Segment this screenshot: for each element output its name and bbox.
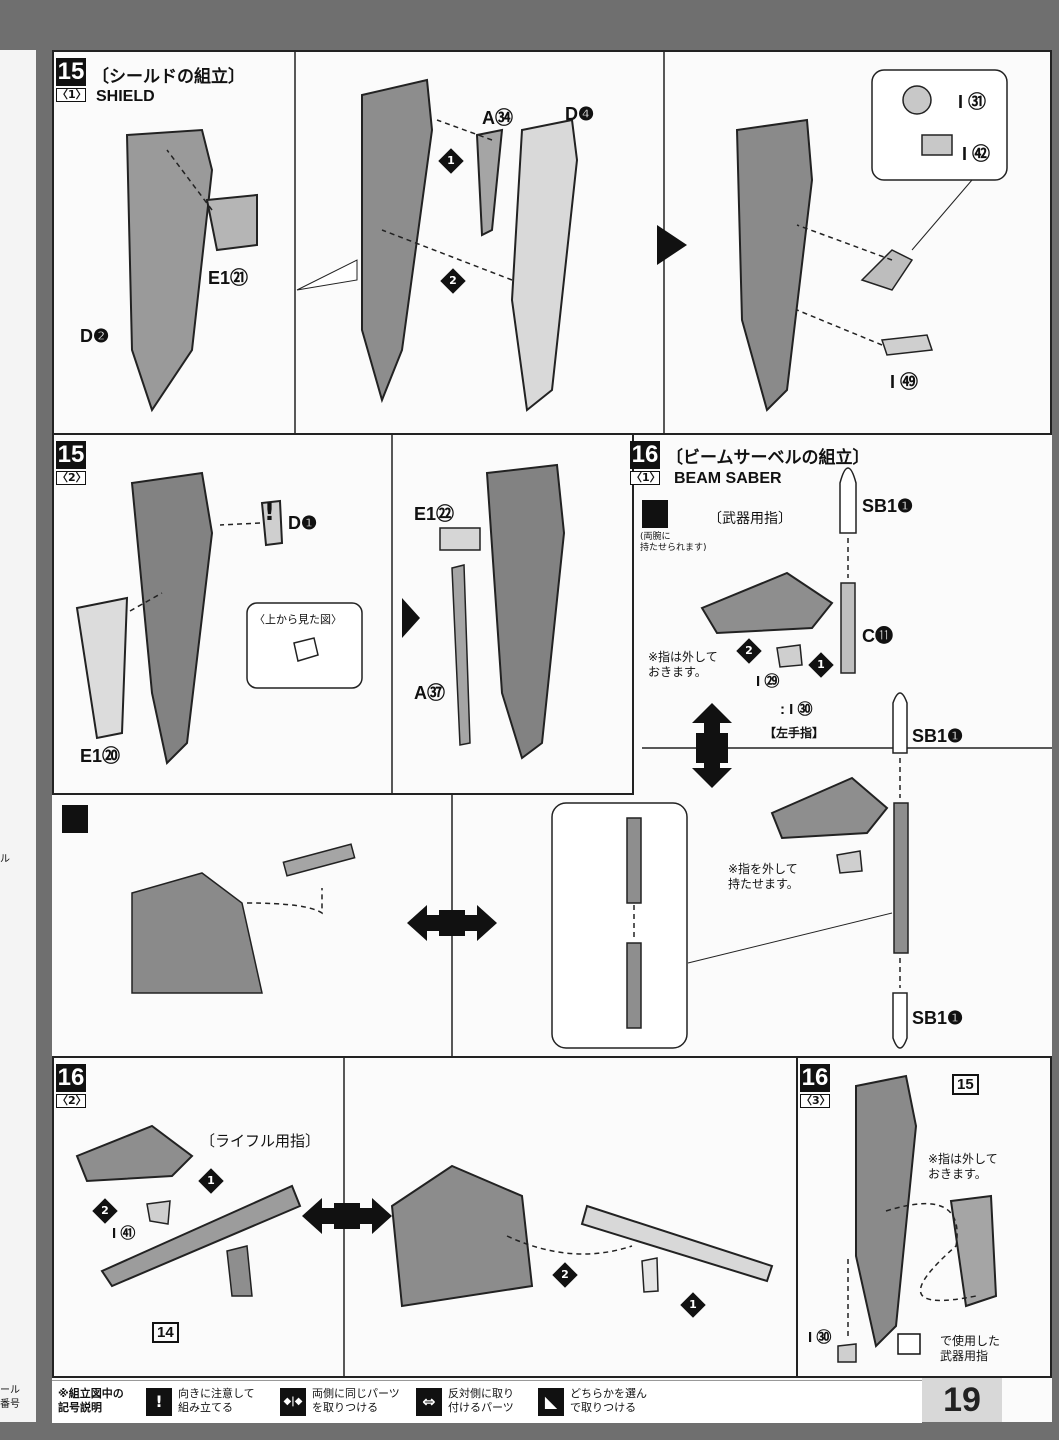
weapon-fingers-used-note: で使用した 武器用指 xyxy=(940,1334,1001,1363)
substep-label: 〈1〉 xyxy=(630,471,661,485)
substep-label: 〈2〉 xyxy=(56,471,87,485)
rifle-illustration xyxy=(75,1056,774,1378)
substep-label: 〈1〉 xyxy=(56,88,87,102)
symbol-legend: ※組立図中の 記号説明 ! 向きに注意して 組み立てる ◆|◆ 両側に同じパーツ… xyxy=(52,1380,922,1423)
part-label-i30: I ㉚ xyxy=(808,1329,832,1346)
part-label-sb1: SB1❶ xyxy=(912,1008,964,1028)
part-label-i52: I ㊾ xyxy=(890,372,919,392)
legend-item-text: 向きに注意して 組み立てる xyxy=(178,1387,255,1414)
panel-step15-2 xyxy=(52,433,634,795)
part-label-15: 15 xyxy=(952,1074,979,1095)
step-title-en: BEAM SABER xyxy=(674,470,782,487)
part-label-i29: I ㉙ xyxy=(756,673,780,690)
part-label-e1-21: E1㉑ xyxy=(208,268,249,288)
part-label-d4: D❹ xyxy=(565,104,595,124)
edge-fragment-bottom: ール 番号 xyxy=(0,1385,20,1410)
part-label-i30: : I ㉚ xyxy=(780,701,813,718)
step-title-jp: 〔ビームサーベルの組立〕 xyxy=(666,448,870,468)
shield-assembly-illustration xyxy=(125,50,1008,435)
legend-item-text: どちらかを選ん で取りつける xyxy=(570,1387,647,1414)
step-marker: 2 xyxy=(440,268,466,294)
part-label-c11: C⓫ xyxy=(862,626,893,646)
shield-parts-illustration xyxy=(75,433,566,795)
part-label-a34: A㉞ xyxy=(482,108,513,128)
step-number: 16 xyxy=(630,441,660,469)
both-sides-icon: ◆|◆ xyxy=(280,1388,306,1416)
remove-fingers-note: ※指は外して おきます。 xyxy=(648,650,718,679)
step-number: 15 xyxy=(56,58,86,86)
opposite-side-icon: ⇔ xyxy=(416,1388,442,1416)
substep-label: 〈2〉 xyxy=(56,1094,87,1108)
part-label-d2: D❷ xyxy=(80,326,110,346)
step-number: 16 xyxy=(56,1064,86,1092)
part-label-sb1: SB1❶ xyxy=(912,726,964,746)
legend-item-text: 両側に同じパーツ を取りつける xyxy=(312,1387,400,1414)
view-from-top-label: 〈上から見た図〉 xyxy=(254,613,342,626)
part-label-i41: I ㊶ xyxy=(112,1225,136,1242)
remove-fingers-note: ※指は外して おきます。 xyxy=(928,1152,998,1181)
part-label-i42: I ㊷ xyxy=(962,144,991,164)
page-number: 19 xyxy=(922,1378,1002,1422)
shield-mount-illustration xyxy=(837,1074,998,1363)
both-arms-note: (両腕に 持たせられます) xyxy=(640,532,707,553)
step-number: 15 xyxy=(56,441,86,469)
rifle-fingers-label: 〔ライフル用指〕 xyxy=(200,1132,321,1150)
part-label-d1: D❶ xyxy=(288,513,318,533)
step-marker: 1 xyxy=(438,148,464,174)
left-hand-label: 【左手指】 xyxy=(764,726,825,740)
part-label-i51: I ㉛ xyxy=(958,92,987,112)
part-label-14: 14 xyxy=(152,1322,179,1343)
part-label-a37: A㊲ xyxy=(414,683,445,703)
part-label-sb1: SB1❶ xyxy=(862,496,914,516)
warning-icon: ! xyxy=(146,1388,172,1416)
panel-step16-3 xyxy=(796,1056,1052,1378)
weapon-fingers-label: 〔武器用指〕 xyxy=(708,511,792,527)
adjacent-page-strip: ル xyxy=(0,50,36,1422)
hold-fingers-note: ※指を外して 持たせます。 xyxy=(728,862,799,891)
legend-header: ※組立図中の 記号説明 xyxy=(58,1387,124,1414)
step-title-jp: 〔シールドの組立〕 xyxy=(92,67,245,87)
legend-item-text: 反対側に取り 付けるパーツ xyxy=(448,1387,514,1414)
part-label-e1-22: E1㉒ xyxy=(414,504,455,524)
step-number: 16 xyxy=(800,1064,830,1092)
edge-fragment: ル xyxy=(0,854,10,865)
part-label-e1-20: E1⑳ xyxy=(80,746,121,766)
substep-label: 〈3〉 xyxy=(800,1094,831,1108)
choose-one-icon: ◣ xyxy=(538,1388,564,1416)
step-title-en: SHIELD xyxy=(96,88,155,105)
warning-icon: ! xyxy=(264,498,275,526)
beam-saber-illustration xyxy=(62,467,1052,1058)
